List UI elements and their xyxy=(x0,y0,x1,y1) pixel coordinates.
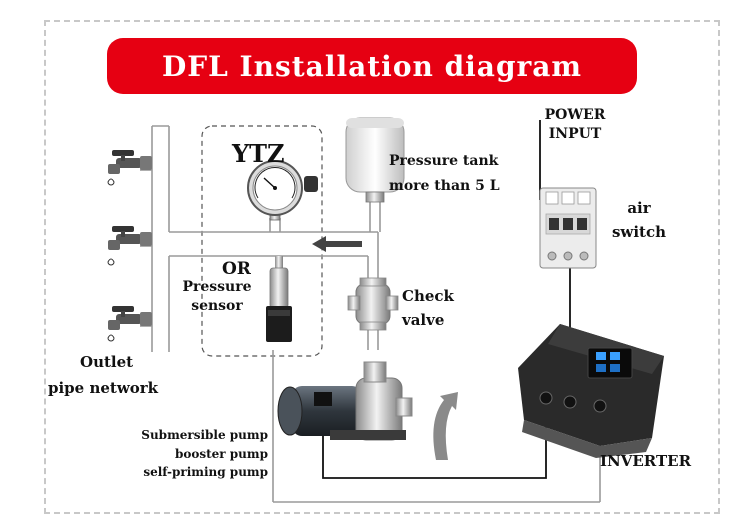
outlet-label-line2: pipe network xyxy=(48,379,159,398)
pressure-gauge-icon xyxy=(247,160,318,221)
pressure-sensor-icon xyxy=(266,256,292,342)
ytz-label: YTZ xyxy=(232,139,285,168)
air-switch-label: air switch xyxy=(606,198,672,243)
title-banner: DFL Installation diagram xyxy=(107,38,637,94)
pressure-sensor-label-line2: sensor xyxy=(191,297,243,314)
air-switch-label-line1: air xyxy=(627,199,651,217)
inverter-label: INVERTER xyxy=(600,452,692,470)
pressure-tank-label: Pressure tank more than 5 L xyxy=(389,152,500,196)
outlet-label-line1: Outlet xyxy=(80,353,134,371)
pump-label: Submersible pump booster pump self-primi… xyxy=(120,426,268,482)
outlet-label: Outlet pipe network xyxy=(48,352,178,399)
pump-label-line2: booster pump xyxy=(174,446,268,461)
faucet-icon xyxy=(107,226,152,266)
inverter-icon xyxy=(518,324,664,458)
pressure-tank-label-line2: more than 5 L xyxy=(389,177,500,194)
air-switch-icon xyxy=(539,187,597,269)
faucet-icon xyxy=(107,306,152,342)
power-input-label-line1: POWER xyxy=(544,107,606,123)
power-input-label: POWER INPUT xyxy=(540,106,610,144)
check-valve-icon xyxy=(347,277,399,331)
diagram-title: DFL Installation diagram xyxy=(161,49,583,83)
air-switch-label-line2: switch xyxy=(611,223,667,242)
diagram-frame xyxy=(44,20,720,514)
power-input-label-line2: INPUT xyxy=(548,125,602,142)
pressure-tank-icon xyxy=(345,117,405,203)
pressure-tank-label-line1: Pressure tank xyxy=(389,153,499,169)
check-valve-label-line1: Check xyxy=(402,287,454,305)
pump-label-line3: self-priming pump xyxy=(143,465,268,480)
flow-arrow-icon xyxy=(312,236,362,252)
check-valve-label: Check valve xyxy=(402,286,454,331)
pressure-sensor-label-line1: Pressure xyxy=(182,279,252,295)
pump-label-line1: Submersible pump xyxy=(141,428,268,442)
check-valve-label-line2: valve xyxy=(402,311,445,330)
faucet-icon xyxy=(107,150,152,186)
curved-arrow-icon xyxy=(433,392,458,460)
or-label: OR xyxy=(222,259,251,279)
pump-icon xyxy=(277,361,413,441)
pressure-sensor-label: Pressure sensor xyxy=(177,278,257,316)
